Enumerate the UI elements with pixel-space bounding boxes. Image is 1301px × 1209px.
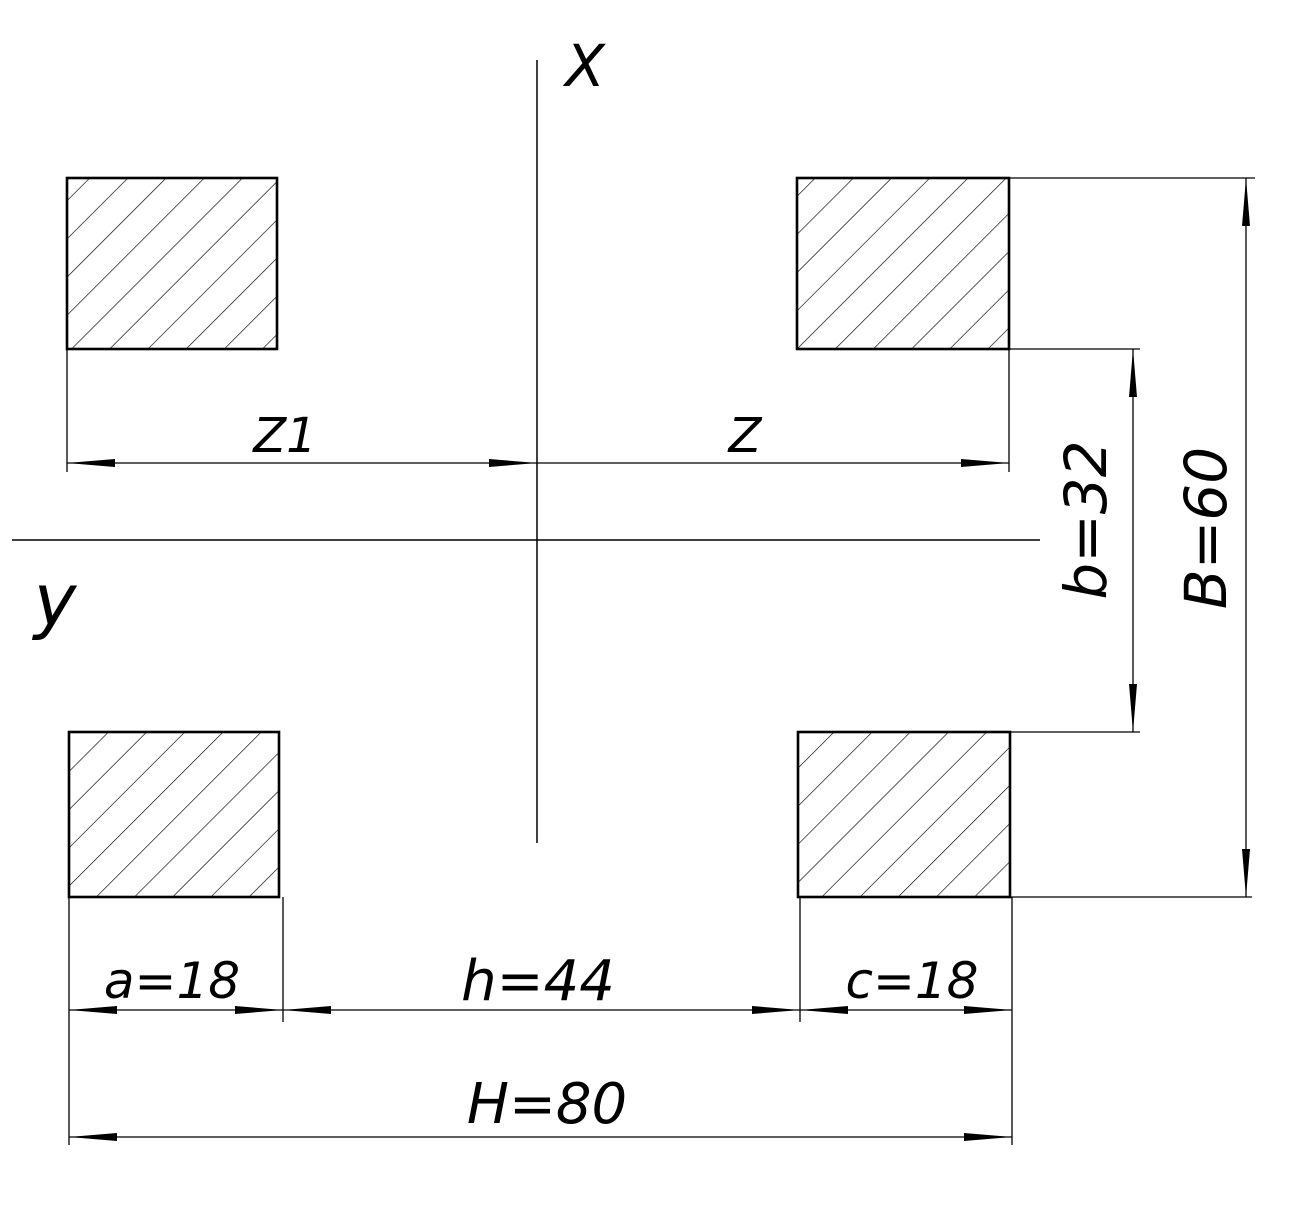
B-dimension-label: B=60 [1172, 447, 1240, 609]
H-dimension-label: H=80 [467, 1072, 627, 1137]
h-dimension-label: h=44 [461, 949, 615, 1014]
arrowheads [67, 178, 1250, 1141]
section-squares [65, 176, 1012, 899]
a-dimension-label: a=18 [104, 952, 240, 1010]
square-bottom-left [67, 730, 281, 899]
z-label: Z [727, 408, 763, 464]
dimension-lines [67, 178, 1247, 1138]
square-bottom-right [796, 730, 1012, 899]
axes [12, 60, 1040, 843]
x-axis-label: X [562, 32, 606, 100]
square-top-left [65, 176, 279, 351]
z1-label: Z1 [251, 408, 316, 464]
c-dimension-label: c=18 [845, 952, 978, 1010]
square-top-right [795, 176, 1011, 351]
labels: X y Z1 Z a=18 h=44 c=18 H=80 b=32 B=60 [32, 32, 1240, 1137]
extension-lines [66, 177, 1255, 1145]
b-dimension-label: b=32 [1052, 440, 1120, 599]
y-axis-label: y [32, 558, 78, 642]
